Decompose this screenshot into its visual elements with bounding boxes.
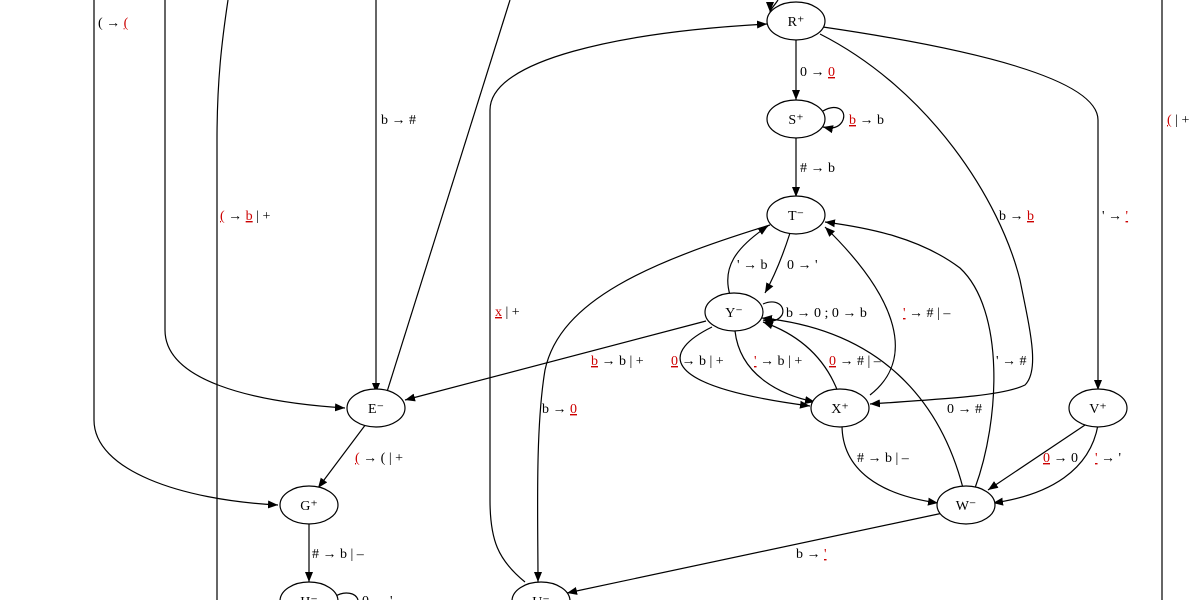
edge-v-to-w-b bbox=[992, 424, 1099, 506]
edge-label: 0 → 0 bbox=[800, 65, 835, 80]
edge-label: b → b | + bbox=[591, 354, 644, 369]
edge-w-to-u bbox=[566, 512, 944, 595]
node-g: G⁺ bbox=[279, 485, 339, 525]
edge-left-to-g bbox=[93, 0, 279, 509]
edge-label: 0 → ' bbox=[787, 258, 818, 273]
edge-x-to-t bbox=[824, 226, 896, 396]
node-label-g: G⁺ bbox=[300, 499, 318, 514]
edge-e-to-top bbox=[385, 0, 511, 396]
edge-t-to-u bbox=[533, 224, 771, 583]
edge-v-to-w-a bbox=[987, 422, 1089, 491]
node-label-h: H⁻ bbox=[300, 595, 318, 600]
node-label-x: X⁺ bbox=[831, 402, 849, 417]
edge-w-to-y bbox=[761, 315, 964, 489]
edge-label: ' → # bbox=[996, 354, 1027, 369]
edge-label: ' → ' bbox=[1102, 209, 1128, 224]
node-label-v: V⁺ bbox=[1089, 402, 1107, 417]
edge-x-to-y bbox=[762, 321, 839, 393]
edge-label: ( → b | + bbox=[220, 209, 270, 224]
edge-y-to-e bbox=[404, 320, 707, 402]
edge-labels: ( → ( b → # ( → b | + x | + 0 → 0 b → b … bbox=[98, 16, 1189, 600]
node-r: R⁺ bbox=[766, 1, 826, 41]
edge-label: ( → ( bbox=[98, 16, 129, 31]
node-label-y: Y⁻ bbox=[725, 306, 743, 321]
node-label-s: S⁺ bbox=[788, 113, 803, 128]
edge-label: b → b bbox=[999, 209, 1034, 224]
node-v: V⁺ bbox=[1068, 388, 1128, 428]
nodes: R⁺ S⁺ T⁻ Y⁻ X⁺ V⁺ W⁻ E⁻ bbox=[279, 1, 1128, 600]
edge-label: b → # bbox=[381, 113, 416, 128]
edge-label: 0 → # bbox=[947, 402, 982, 417]
node-label-e: E⁻ bbox=[368, 402, 384, 417]
node-e: E⁻ bbox=[346, 388, 406, 428]
edge-left-to-e bbox=[164, 0, 346, 412]
edge-label: 0 → # | – bbox=[829, 354, 882, 369]
node-label-u: U⁻ bbox=[532, 595, 550, 600]
edge-y-to-x-outer bbox=[679, 326, 811, 409]
edge-label: # → b | – bbox=[857, 451, 910, 466]
edge-e-to-g bbox=[317, 423, 367, 489]
node-t: T⁻ bbox=[766, 195, 826, 235]
edge-label: ' → ' bbox=[1095, 451, 1121, 466]
edges bbox=[93, 0, 1163, 600]
node-s: S⁺ bbox=[766, 99, 826, 139]
node-y: Y⁻ bbox=[704, 292, 764, 332]
edge-t-to-y bbox=[764, 232, 791, 294]
edge-label: ' → b | + bbox=[754, 354, 802, 369]
edge-r-to-v bbox=[822, 26, 1102, 390]
edge-y-to-t bbox=[727, 225, 769, 296]
edge-u-to-r bbox=[489, 20, 768, 583]
node-label-r: R⁺ bbox=[788, 15, 805, 30]
edge-y-to-x-inner bbox=[734, 330, 816, 404]
node-u: U⁻ bbox=[511, 581, 571, 600]
node-h: H⁻ bbox=[279, 581, 339, 600]
edge-label: b → ' bbox=[796, 547, 827, 562]
edge-w-to-t bbox=[824, 219, 995, 489]
edge-label: # → b | – bbox=[312, 547, 365, 562]
edge-label: ( | + bbox=[1167, 113, 1189, 128]
edge-label: ' → b bbox=[737, 258, 768, 273]
edge-label: b → 0 ; 0 → b bbox=[786, 306, 867, 321]
edge-label: 0 → b | + bbox=[671, 354, 724, 369]
edge-s-loop bbox=[822, 106, 845, 134]
edge-label: b → 0 bbox=[542, 402, 577, 417]
edge-r-to-x bbox=[819, 33, 1034, 408]
edge-label: 0 → ' bbox=[362, 594, 393, 600]
edge-label: x | + bbox=[495, 305, 520, 320]
edge-label: # → b bbox=[800, 161, 835, 176]
edge-x-to-w bbox=[841, 424, 939, 506]
edge-label: ( → ( | + bbox=[355, 451, 403, 466]
edge-far-left-down bbox=[216, 0, 229, 600]
node-label-w: W⁻ bbox=[956, 499, 977, 514]
edge-label: 0 → 0 bbox=[1043, 451, 1078, 466]
node-label-t: T⁻ bbox=[788, 209, 804, 224]
node-x: X⁺ bbox=[810, 388, 870, 428]
edge-label: ' → # | – bbox=[903, 306, 951, 321]
node-w: W⁻ bbox=[936, 485, 996, 525]
edge-label: b → b bbox=[849, 113, 884, 128]
